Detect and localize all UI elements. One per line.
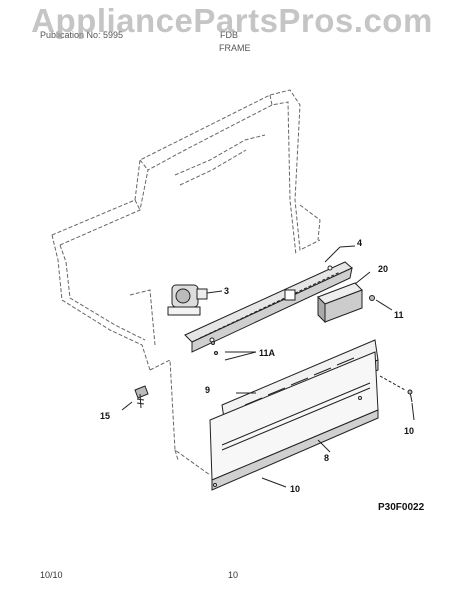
water-valve-part-3 bbox=[167, 284, 208, 316]
screws-part-11a bbox=[211, 341, 218, 355]
screw-part-15 bbox=[134, 385, 149, 409]
footer-date: 10/10 bbox=[40, 570, 63, 580]
callout-11: 11 bbox=[394, 310, 404, 320]
header-right: FDB bbox=[220, 30, 238, 40]
screw-part-11 bbox=[369, 295, 375, 301]
junction-box-part-20 bbox=[317, 282, 363, 324]
callout-15: 15 bbox=[100, 411, 110, 421]
figure-code: P30F0022 bbox=[378, 502, 425, 513]
callout-9: 9 bbox=[205, 385, 210, 395]
header-left: Publication No: 5995 bbox=[40, 30, 124, 40]
callout-4: 4 bbox=[357, 238, 362, 248]
callout-3: 3 bbox=[224, 286, 229, 296]
callout-11a: 11A bbox=[259, 348, 276, 358]
screw-part-10-right bbox=[407, 389, 413, 403]
section-title: FRAME bbox=[219, 43, 251, 53]
side-frame bbox=[129, 289, 211, 476]
tub-frame bbox=[51, 89, 321, 371]
leader-lines bbox=[121, 245, 415, 488]
callout-10-bottom: 10 bbox=[290, 484, 300, 494]
callout-8: 8 bbox=[324, 453, 329, 463]
callout-20: 20 bbox=[378, 264, 388, 274]
kickplate-part-8 bbox=[209, 351, 379, 491]
footer-page: 10 bbox=[228, 570, 239, 580]
watermark: AppliancePartsPros.com bbox=[31, 2, 433, 39]
callout-10-right: 10 bbox=[404, 426, 414, 436]
rail-part-4 bbox=[184, 261, 353, 353]
